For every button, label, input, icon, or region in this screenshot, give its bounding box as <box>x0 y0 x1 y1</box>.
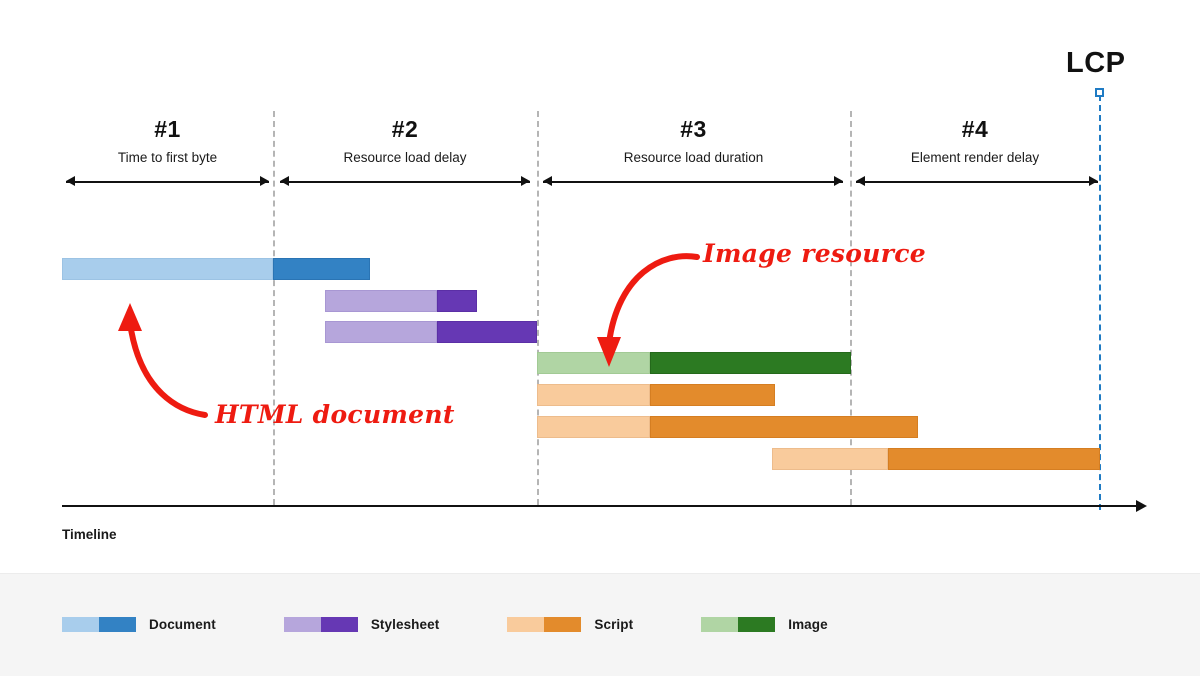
phase-3: #3 Resource load duration <box>537 118 850 165</box>
legend-swatch-stylesheet <box>283 617 358 632</box>
bar-segment-duration <box>650 352 851 374</box>
bar-segment-delay <box>772 448 888 470</box>
swatch-light <box>701 617 739 632</box>
bar-segment-delay <box>325 290 437 312</box>
bar-segment-duration <box>650 384 775 406</box>
phase-4-measure-arrow <box>856 176 1098 187</box>
legend-label-image: Image <box>788 617 828 632</box>
swatch-dark <box>738 617 776 632</box>
bar-segment-delay <box>537 416 650 438</box>
swatch-light <box>62 617 99 632</box>
measure-line <box>856 181 1098 183</box>
phase-divider-3 <box>850 111 852 505</box>
bar-segment-duration <box>650 416 918 438</box>
legend-swatch-script <box>507 617 582 632</box>
arrow-right-icon <box>521 176 530 186</box>
phase-3-name: Resource load duration <box>623 150 764 165</box>
arrow-right-icon <box>1089 176 1098 186</box>
arrow-right-icon <box>260 176 269 186</box>
phase-1-measure-arrow <box>66 176 269 187</box>
bar-script-2 <box>537 416 918 438</box>
legend-item-script: Script <box>507 617 633 632</box>
lcp-dashed-line <box>1099 95 1101 510</box>
phase-divider-2 <box>537 111 539 505</box>
phase-4-name: Element render delay <box>910 150 1040 165</box>
bar-stylesheet-2 <box>325 321 537 343</box>
phase-divider-1 <box>273 111 275 505</box>
swatch-dark <box>320 617 358 632</box>
bar-segment-duration <box>888 448 1100 470</box>
arrow-left-icon <box>66 176 75 186</box>
bar-script-3 <box>772 448 1100 470</box>
phase-2-measure-arrow <box>280 176 530 187</box>
bar-stylesheet-1 <box>325 290 477 312</box>
html-document-arrow-icon <box>118 303 208 418</box>
legend-footer: Document Stylesheet Script <box>0 573 1200 676</box>
phase-1-name: Time to first byte <box>117 150 218 165</box>
bar-document-1 <box>62 258 370 280</box>
legend-item-image: Image <box>701 617 828 632</box>
legend-swatch-image <box>701 617 776 632</box>
image-resource-annotation: Image resource <box>703 239 926 268</box>
legend: Document Stylesheet Script <box>62 617 896 632</box>
bar-segment-delay <box>537 384 650 406</box>
bar-segment-duration <box>273 258 370 280</box>
swatch-light <box>507 617 545 632</box>
measure-line <box>66 181 269 183</box>
swatch-dark <box>544 617 582 632</box>
phase-4: #4 Element render delay <box>850 118 1100 165</box>
measure-line <box>543 181 843 183</box>
legend-item-stylesheet: Stylesheet <box>283 617 440 632</box>
legend-label-document: Document <box>149 617 216 632</box>
measure-line <box>280 181 530 183</box>
legend-label-stylesheet: Stylesheet <box>370 617 440 632</box>
bar-segment-delay <box>62 258 273 280</box>
arrow-left-icon <box>543 176 552 186</box>
phase-2-number: #2 <box>391 116 419 142</box>
phase-4-number: #4 <box>961 116 989 142</box>
swatch-dark <box>99 617 136 632</box>
timeline-label: Timeline <box>62 527 117 542</box>
timeline-axis <box>62 505 1138 507</box>
image-resource-arrow-icon <box>597 253 700 367</box>
bar-segment-delay <box>537 352 650 374</box>
timeline-arrow-icon <box>1136 500 1147 512</box>
legend-item-document: Document <box>62 617 216 632</box>
bar-segment-duration <box>437 321 537 343</box>
swatch-light <box>283 617 321 632</box>
legend-label-script: Script <box>594 617 634 632</box>
arrow-right-icon <box>834 176 843 186</box>
phase-1-number: #1 <box>154 116 181 142</box>
phase-1: #1 Time to first byte <box>62 118 273 165</box>
bar-image-1 <box>537 352 851 374</box>
phase-3-number: #3 <box>680 116 707 142</box>
arrow-left-icon <box>280 176 289 186</box>
lcp-label: LCP <box>1066 47 1126 79</box>
html-document-annotation: HTML document <box>215 400 455 429</box>
bar-segment-delay <box>325 321 437 343</box>
phase-2: #2 Resource load delay <box>273 118 537 165</box>
arrow-left-icon <box>856 176 865 186</box>
legend-swatch-document <box>62 617 136 632</box>
bar-script-1 <box>537 384 775 406</box>
phase-2-name: Resource load delay <box>343 150 467 165</box>
phase-3-measure-arrow <box>543 176 843 187</box>
bar-segment-duration <box>437 290 477 312</box>
